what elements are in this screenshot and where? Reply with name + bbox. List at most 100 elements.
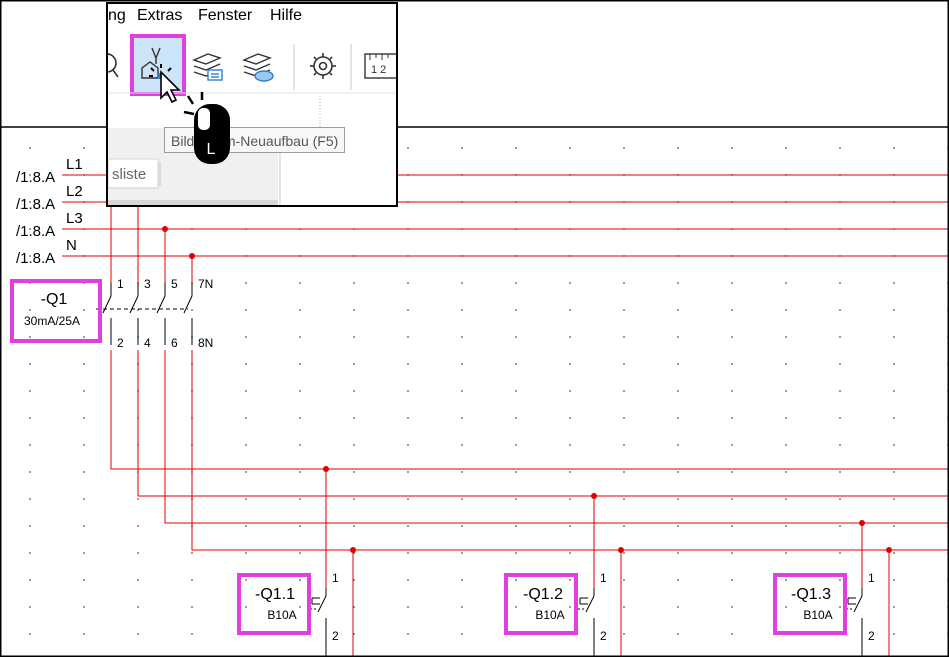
grid-dot [623,336,625,338]
grid-dot [839,471,841,473]
grid-dot [83,552,85,554]
grid-dot [515,525,517,527]
grid-dot [623,471,625,473]
grid-dot [353,390,355,392]
breaker-q1-3[interactable]: -Q1.3 B10A 1 2 [773,571,875,657]
grid-dot [623,579,625,581]
grid-dot [731,282,733,284]
panel-tab[interactable] [108,158,159,189]
grid-dot [515,417,517,419]
bus-name: L1 [66,156,83,173]
layers-eye-icon[interactable] [242,53,274,82]
highlight-box [237,573,311,635]
grid-dot [569,444,571,446]
grid-dot [461,552,463,554]
grid-dot [299,417,301,419]
grid-dot [893,147,895,149]
menu-item-hilfe[interactable]: Hilfe [270,7,303,24]
grid-dot [731,498,733,500]
grid-dot [731,633,733,635]
grid-dot [839,417,841,419]
pin-label: 1 [868,571,875,585]
grid-dot [29,201,31,203]
grid-dot [677,606,679,608]
grid-dot [299,282,301,284]
rebuild-graphic-icon [141,47,161,79]
grid-dot [29,579,31,581]
grid-dot [83,606,85,608]
grid-dot [785,336,787,338]
ruler-icon[interactable]: 1 2 [364,53,396,79]
grid-dot [569,417,571,419]
grid-dot [515,282,517,284]
grid-dot [137,525,139,527]
menu-item-extras[interactable]: Extras [137,7,183,24]
breaker-rating: 30mA/25A [24,314,80,328]
main-breaker-q1[interactable]: -Q1 30mA/25A 1 3 5 7N 2 4 6 8N [10,277,213,350]
grid-dot [407,471,409,473]
grid-dot [839,552,841,554]
breaker-name: -Q1.3 [791,586,831,603]
bus-l3[interactable]: /1.8.A L3 [16,210,949,240]
grid-dot [353,363,355,365]
grid-dot [515,363,517,365]
grid-dot [299,498,301,500]
pin-label: 2 [600,629,607,643]
layers-list-icon[interactable] [192,53,223,81]
grid-dot [623,282,625,284]
grid-dot [29,255,31,257]
grid-dot [299,606,301,608]
grid-dot [623,633,625,635]
grid-dot [29,498,31,500]
menu-item-fenster[interactable]: Fenster [198,7,253,24]
grid-dot [569,606,571,608]
grid-dot [29,309,31,311]
breaker-q1-2[interactable]: -Q1.2 B10A 1 2 [504,571,607,657]
highlight-box [504,573,578,635]
grid-dot [677,390,679,392]
grid-dot [137,309,139,311]
grid-dot [461,309,463,311]
pin-label: 8N [198,336,213,350]
bus-n[interactable]: /1.8.A N [16,237,949,267]
grid-dot [407,309,409,311]
pin-label: 2 [868,629,875,643]
breaker-rating: B10A [267,608,296,622]
grid-dot [569,363,571,365]
grid-dot [29,444,31,446]
rebuild-graphic-button[interactable] [130,34,186,96]
breaker-rating: B10A [803,608,832,622]
grid-dot [245,390,247,392]
grid-dot [731,444,733,446]
zoom-icon[interactable] [108,53,119,78]
grid-dot [839,282,841,284]
grid-dot [731,552,733,554]
grid-dot [29,174,31,176]
grid-dot [353,633,355,635]
grid-dot [677,417,679,419]
pin-label: 1 [332,571,339,585]
panel-scrollbar[interactable] [108,200,278,205]
grid-dot [83,444,85,446]
grid-dot [29,336,31,338]
grid-dot [839,579,841,581]
ui-zoom-inset: ng Extras Fenster Hilfe [106,2,398,207]
grid-dot [569,552,571,554]
grid-dot [191,606,193,608]
grid-dot [29,390,31,392]
grid-dot [245,552,247,554]
grid-dot [893,282,895,284]
grid-dot [893,525,895,527]
grid-dot [461,498,463,500]
grid-dot [299,579,301,581]
grid-dot [461,390,463,392]
breaker-q1-1[interactable]: -Q1.1 B10A 1 2 [237,571,339,657]
grid-dot [839,444,841,446]
pin-label: 2 [117,336,124,350]
settings-gear-icon[interactable] [310,53,336,79]
menu-item-ng[interactable]: ng [108,7,126,24]
grid-dot [245,417,247,419]
grid-dot [407,417,409,419]
grid-dot [785,417,787,419]
grid-dot [299,444,301,446]
